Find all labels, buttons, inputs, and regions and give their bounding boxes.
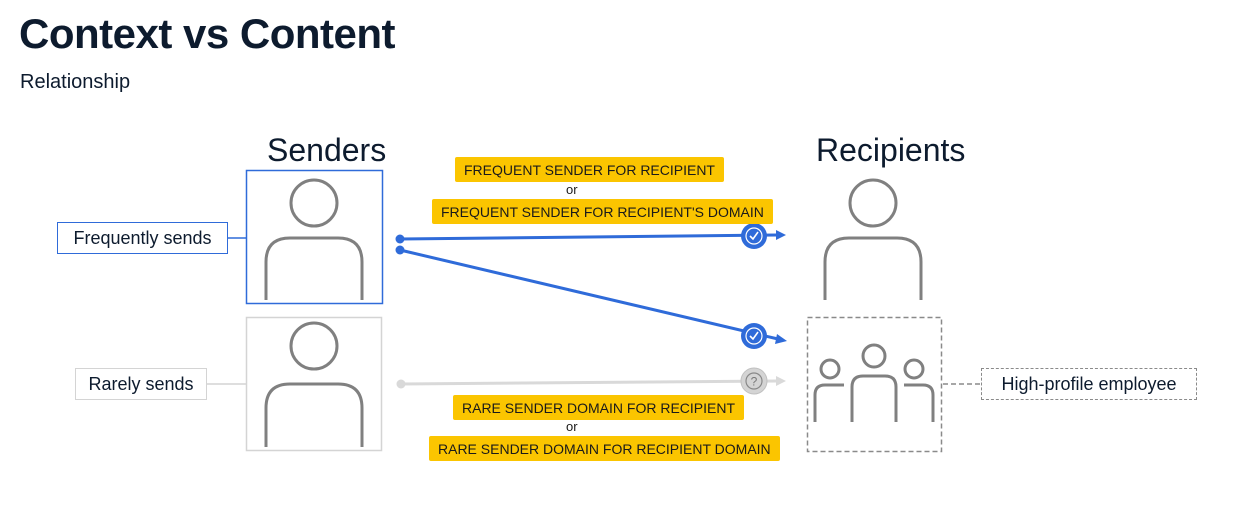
rare-to-group-arrow [396,376,786,389]
frequent-sender-for-recipient-tag: FREQUENT SENDER FOR RECIPIENT [455,157,724,182]
frequent-sender-person-icon [264,178,364,300]
frequent-to-recipient-arrow [395,230,786,244]
rare-sender-domain-for-recipient-tag: RARE SENDER DOMAIN FOR RECIPIENT [453,395,745,420]
frequent-sender-for-domain-tag: FREQUENT SENDER FOR RECIPIENT'S DOMAIN [432,199,773,224]
page-title: Context vs Content [19,10,396,57]
recipients-heading: Recipients [816,132,966,168]
svg-text:?: ? [751,375,758,389]
check-circle-icon [741,323,767,349]
frequent-or-text: or [566,182,578,197]
page-subtitle: Relationship [20,71,131,93]
rare-sender-box [245,316,383,452]
high-profile-employee-label: High-profile employee [981,368,1197,400]
high-profile-group-box [806,316,943,453]
question-circle-icon: ? [740,367,768,395]
rare-sender-domain-for-recipient-domain-tag: RARE SENDER DOMAIN FOR RECIPIENT DOMAIN [429,436,780,461]
frequently-sends-label: Frequently sends [57,222,228,254]
group-people-icon [813,343,935,422]
rare-or-text: or [566,419,578,434]
recipient-person-icon [823,178,923,300]
frequent-sender-box [245,169,384,305]
check-circle-icon [741,223,767,249]
senders-heading: Senders [267,132,387,168]
rare-sender-person-icon [264,321,364,447]
frequent-to-group-arrow [395,245,787,344]
rarely-sends-label: Rarely sends [75,368,207,400]
